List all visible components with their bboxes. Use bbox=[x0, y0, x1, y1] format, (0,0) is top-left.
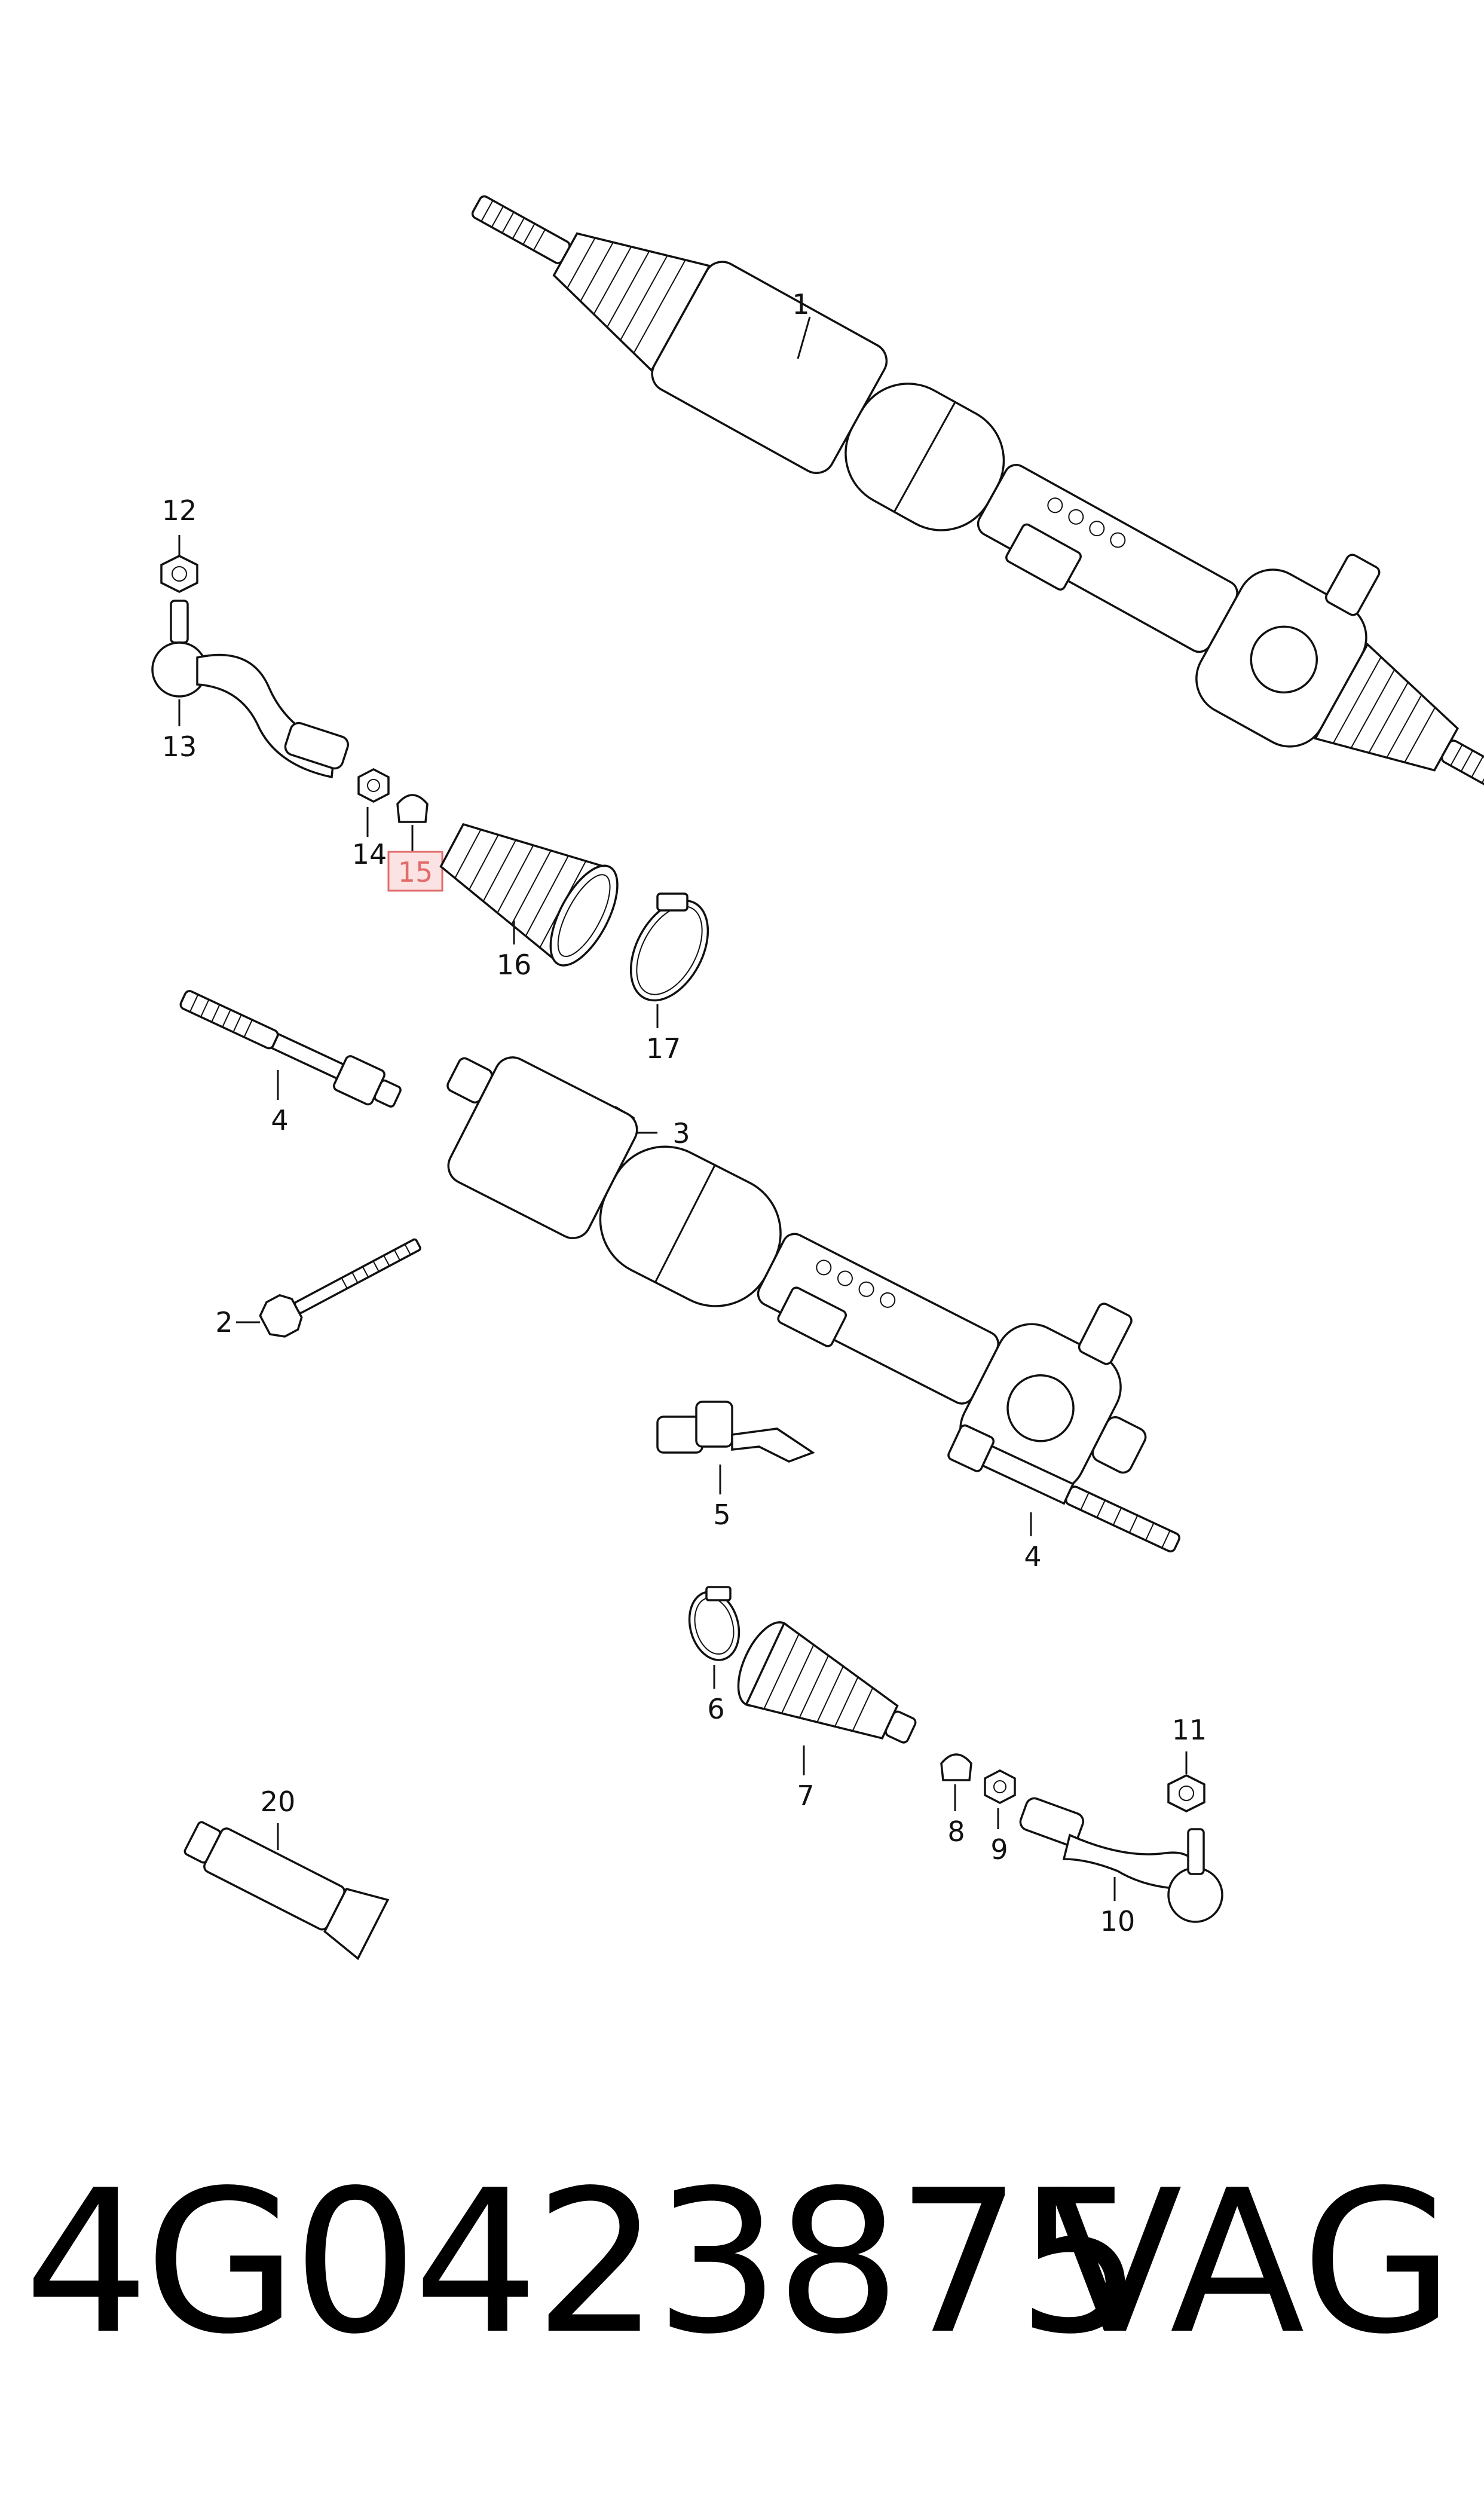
tie-rod-end-10[interactable] bbox=[1018, 1796, 1223, 1923]
inner-tie-rod-4-left[interactable] bbox=[175, 982, 405, 1115]
brand-name: VAG bbox=[1047, 2148, 1454, 2377]
clip-15[interactable] bbox=[396, 794, 429, 823]
label-4b: 4 bbox=[1024, 1540, 1041, 1573]
label-7: 7 bbox=[797, 1780, 814, 1812]
lock-nut-14[interactable] bbox=[357, 768, 390, 803]
clamp-6[interactable] bbox=[682, 1586, 746, 1666]
nut-11[interactable] bbox=[1167, 1774, 1205, 1812]
label-20: 20 bbox=[261, 1786, 296, 1818]
label-2: 2 bbox=[215, 1306, 232, 1338]
label-6: 6 bbox=[707, 1693, 724, 1725]
label-16: 16 bbox=[497, 949, 532, 981]
label-1: 1 bbox=[792, 288, 809, 320]
clip-8[interactable] bbox=[940, 1753, 972, 1781]
sensor-5[interactable] bbox=[656, 1401, 815, 1463]
label-9: 9 bbox=[990, 1833, 1008, 1866]
boot-16[interactable] bbox=[426, 797, 631, 976]
nut-12[interactable] bbox=[160, 555, 198, 593]
grease-tube-20[interactable] bbox=[177, 1808, 390, 1961]
label-4a: 4 bbox=[271, 1104, 288, 1136]
label-8: 8 bbox=[947, 1815, 965, 1848]
exploded-parts-diagram: 1 12 13 14 15 16 bbox=[151, 100, 1484, 1961]
label-11: 11 bbox=[1172, 1714, 1207, 1746]
bolt-2[interactable] bbox=[256, 1227, 427, 1343]
inner-tie-rod-4-right[interactable] bbox=[947, 1424, 1185, 1561]
lock-nut-9[interactable] bbox=[984, 1769, 1016, 1804]
part-number: 4G0423875 bbox=[24, 2148, 1142, 2377]
clamp-17[interactable] bbox=[615, 888, 724, 1014]
label-3: 3 bbox=[672, 1117, 690, 1150]
label-5: 5 bbox=[713, 1499, 730, 1531]
label-12: 12 bbox=[162, 494, 197, 527]
steering-rack-upper[interactable] bbox=[436, 100, 1484, 864]
tie-rod-end-13[interactable] bbox=[151, 600, 350, 779]
footer: 4G0423875 VAG bbox=[24, 2164, 1460, 2415]
label-10: 10 bbox=[1100, 1905, 1136, 1937]
highlight-box-15[interactable] bbox=[387, 851, 443, 892]
steering-rack-lower[interactable] bbox=[405, 992, 1192, 1524]
boot-7[interactable] bbox=[727, 1615, 931, 1773]
label-15: 15 bbox=[398, 856, 433, 888]
label-13: 13 bbox=[162, 730, 197, 763]
label-17: 17 bbox=[646, 1032, 681, 1065]
label-14: 14 bbox=[352, 838, 387, 870]
